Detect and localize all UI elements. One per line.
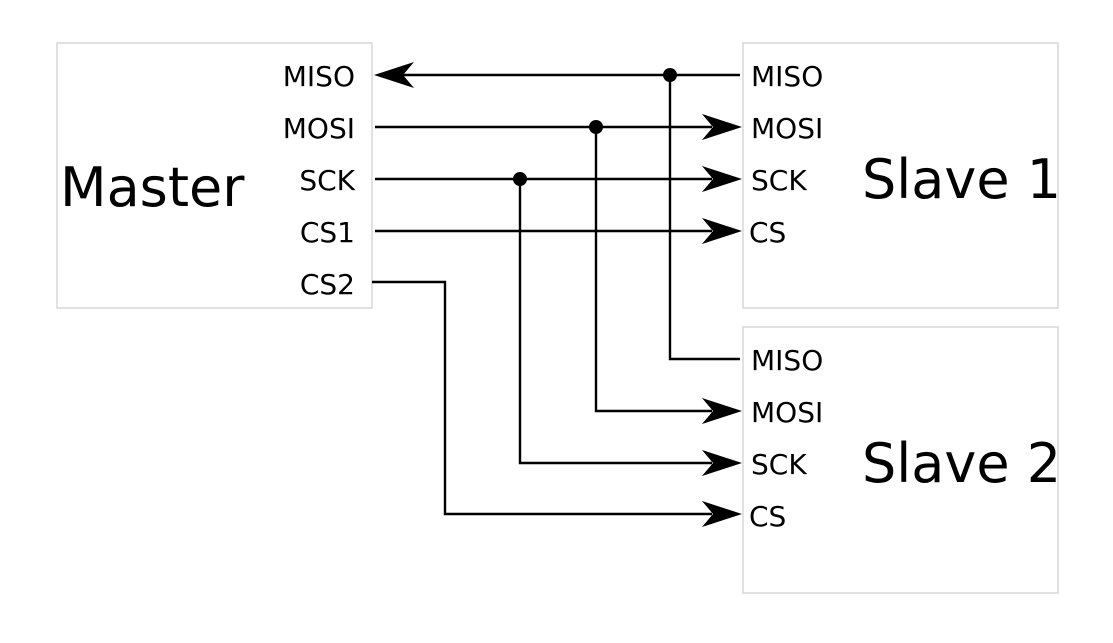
slave2-pin-mosi: MOSI	[751, 396, 823, 429]
master-pin-cs1: CS1	[300, 216, 355, 249]
slave1-title: Slave 1	[862, 148, 1061, 211]
master-pin-cs2: CS2	[300, 268, 355, 301]
cs2-wire	[372, 280, 712, 516]
sck-junction-dot	[513, 172, 527, 186]
slave2-pin-miso: MISO	[751, 344, 823, 377]
mosi-arrowhead-slave1	[702, 114, 742, 140]
sck-wire-slave2	[518, 179, 712, 465]
slave1-box	[742, 42, 1059, 309]
slave1-pin-cs: CS	[749, 216, 786, 249]
master-box	[56, 42, 373, 309]
master-pin-sck: SCK	[299, 164, 355, 197]
master-pin-miso: MISO	[283, 60, 355, 93]
miso-wire-slave2	[668, 75, 740, 361]
sck-arrowhead-slave1	[702, 166, 742, 192]
slave2-title: Slave 2	[862, 432, 1061, 495]
mosi-arrowhead-slave2	[702, 398, 742, 424]
slave1-pin-mosi: MOSI	[751, 112, 823, 145]
sck-arrowhead-slave2	[702, 450, 742, 476]
slave2-pin-sck: SCK	[751, 448, 807, 481]
slave2-pin-cs: CS	[749, 500, 786, 533]
master-pin-mosi: MOSI	[283, 112, 355, 145]
miso-junction-dot	[663, 68, 677, 82]
mosi-wire-slave2	[594, 127, 712, 413]
cs1-arrowhead	[702, 218, 742, 244]
cs2-arrowhead	[702, 501, 742, 527]
master-title: Master	[60, 156, 245, 219]
slave1-pin-miso: MISO	[751, 60, 823, 93]
slave1-pin-sck: SCK	[751, 164, 807, 197]
slave2-box	[742, 326, 1059, 594]
mosi-junction-dot	[589, 120, 603, 134]
miso-arrowhead	[374, 62, 414, 88]
